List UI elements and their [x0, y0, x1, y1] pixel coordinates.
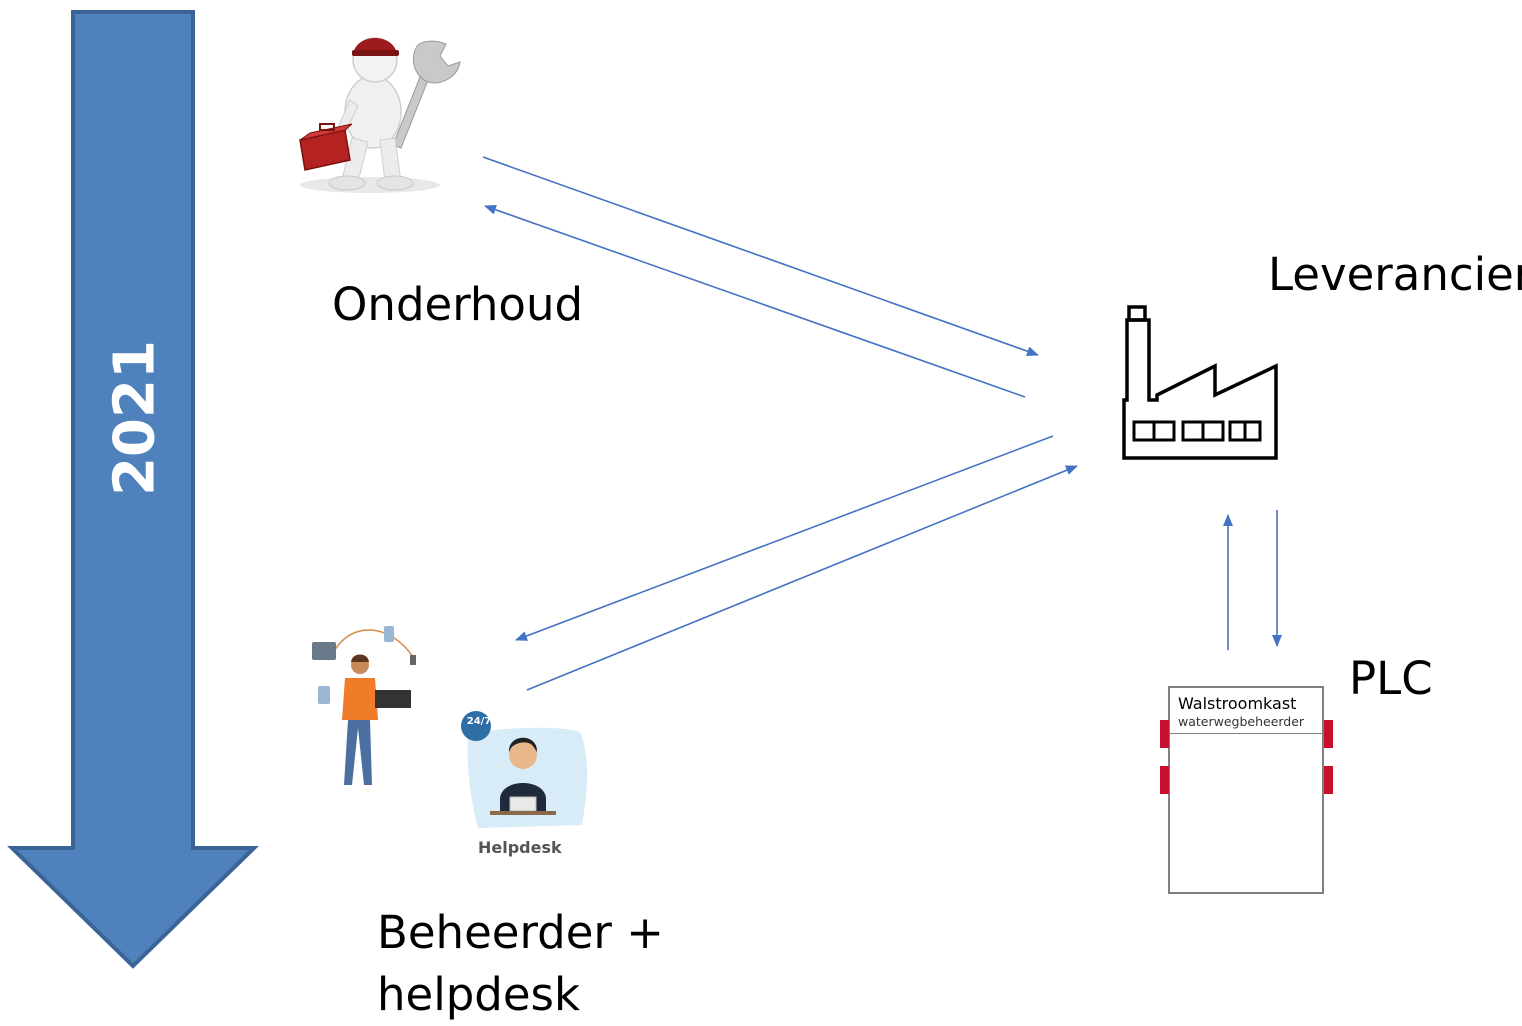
cabinet-subtitle: waterwegbeheerder — [1178, 714, 1305, 729]
beheerder-label-line2: helpdesk — [377, 968, 581, 1021]
cabinet-hinge-left-bottom — [1160, 766, 1169, 794]
arrow-beheerder-to-leverancier — [526, 465, 1078, 691]
arrow-leverancier-to-onderhoud — [484, 204, 1026, 398]
helpdesk-badge: 24/7 — [466, 716, 492, 727]
cabinet-hinge-right-top — [1324, 720, 1333, 748]
cabinet-header: Walstroomkast waterwegbeheerder — [1170, 688, 1322, 734]
plc-label: PLC — [1349, 652, 1433, 705]
beheerder-label-line1: Beheerder + — [377, 906, 664, 959]
cabinet-hinge-left-top — [1160, 720, 1169, 748]
it-worker-icon — [312, 626, 416, 785]
cabinet-hinge-right-bottom — [1324, 766, 1333, 794]
arrow-leverancier-to-beheerder — [515, 435, 1054, 641]
timeline-arrow — [7, 10, 259, 969]
helpdesk-operator-icon — [461, 711, 588, 828]
helpdesk-caption: Helpdesk — [478, 838, 562, 857]
leverancier-label: Leverancier — [1268, 248, 1522, 301]
cabinet-title: Walstroomkast — [1178, 694, 1297, 713]
factory-icon — [1122, 305, 1278, 460]
mechanic-with-wrench-icon — [299, 37, 461, 193]
walstroomkast-cabinet: Walstroomkast waterwegbeheerder — [1168, 686, 1324, 894]
connectors — [482, 156, 1282, 691]
arrow-onderhoud-to-leverancier — [482, 156, 1039, 357]
timeline-year-label: 2021 — [102, 340, 168, 496]
onderhoud-label: Onderhoud — [332, 278, 584, 331]
